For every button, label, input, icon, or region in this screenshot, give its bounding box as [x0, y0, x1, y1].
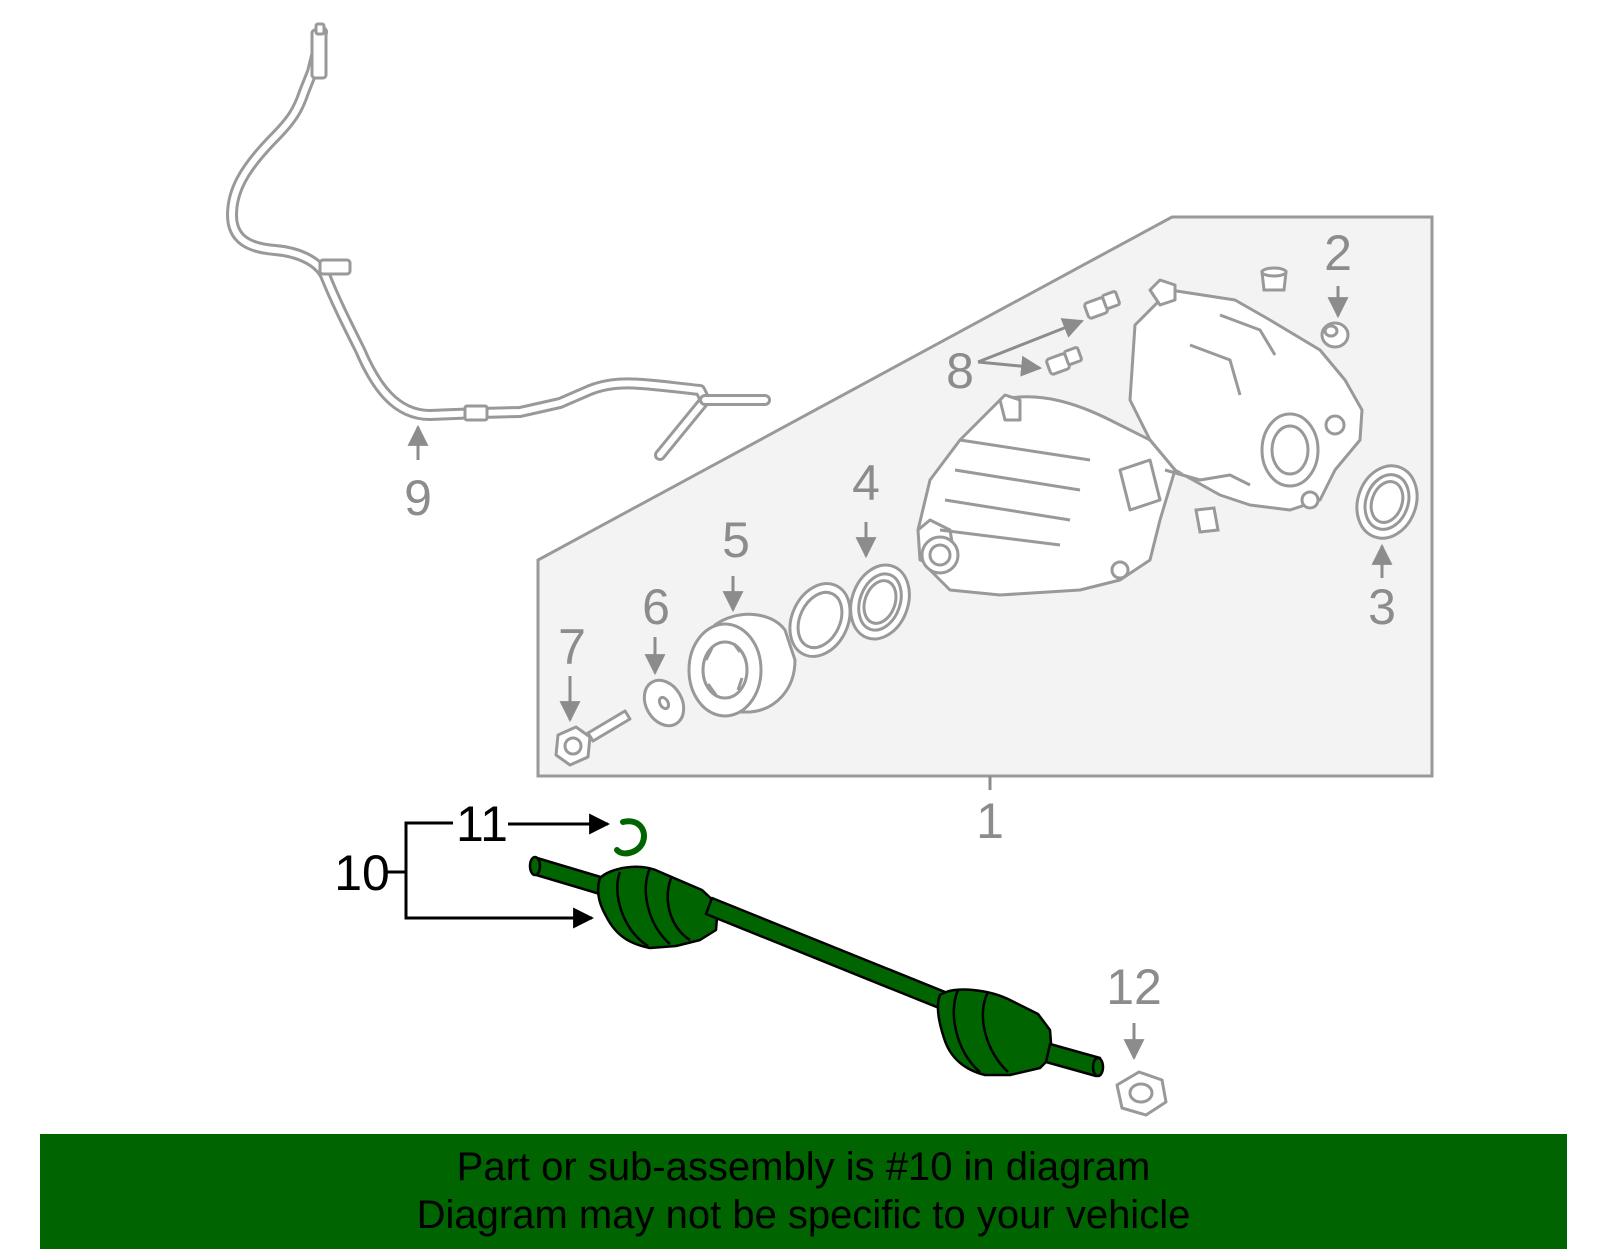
banner-line-1: Part or sub-assembly is #10 in diagram [456, 1145, 1151, 1189]
seal-ring [788, 582, 852, 658]
leader-lines [386, 286, 1393, 1061]
callout-11: 11 [456, 796, 508, 852]
info-banner: Part or sub-assembly is #10 in diagram D… [40, 1134, 1567, 1249]
callout-4: 4 [852, 455, 880, 511]
callout-5: 5 [722, 512, 750, 568]
callout-9: 9 [404, 470, 432, 526]
bolt-part-7 [554, 709, 632, 767]
callout-7: 7 [558, 619, 586, 675]
flange-part-5 [687, 612, 797, 718]
plug-part-2 [1320, 321, 1350, 349]
stud-part-8 [1045, 290, 1121, 376]
callout-8: 8 [946, 343, 974, 399]
banner-line-2: Diagram may not be specific to your vehi… [416, 1193, 1191, 1237]
differential-housing-part-1 [916, 278, 1364, 597]
circlip-part-11 [614, 818, 647, 857]
callout-3: 3 [1368, 579, 1396, 635]
breather-cap [1194, 266, 1288, 534]
vent-hose-part-9 [226, 22, 771, 461]
seal-part-3 [1355, 464, 1419, 540]
callout-10: 10 [334, 845, 390, 901]
nut-part-12 [1115, 1070, 1168, 1117]
callout-12: 12 [1106, 959, 1162, 1015]
callout-6: 6 [642, 579, 670, 635]
washer-part-6 [642, 678, 686, 728]
seal-part-4 [849, 563, 911, 641]
callout-2: 2 [1324, 225, 1352, 281]
callout-1: 1 [976, 793, 1004, 849]
axle-shaft-part-10 [528, 855, 1105, 1078]
